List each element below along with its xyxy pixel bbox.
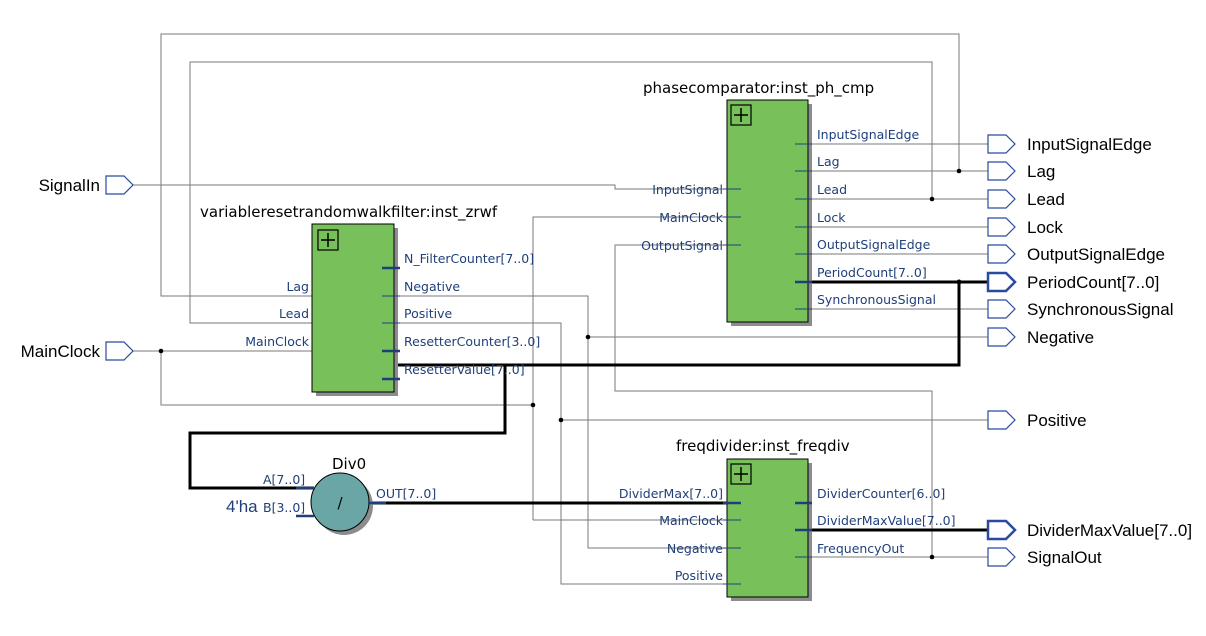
output-pin-label: InputSignalEdge <box>1027 135 1152 154</box>
output-pin-lock[interactable]: Lock <box>987 217 1063 237</box>
output-pin-lead[interactable]: Lead <box>987 189 1065 209</box>
junction-dot <box>558 417 564 423</box>
wire-lead-feedback <box>189 61 933 324</box>
zrwf-port-lag: Lag <box>286 279 309 294</box>
output-pin-label: Lock <box>1027 218 1063 237</box>
wire-output-signal <box>614 244 933 557</box>
ph-cmp-title: phasecomparator:inst_ph_cmp <box>643 79 874 98</box>
output-pin-label: SignalOut <box>1027 548 1102 567</box>
ph-cmp-port-output-signal-edge: OutputSignalEdge <box>817 237 931 252</box>
output-pin-lag[interactable]: Lag <box>987 161 1055 181</box>
phase-comparator-block[interactable]: phasecomparator:inst_ph_cmp InputSignal … <box>641 79 936 326</box>
bus-period-to-resetter <box>394 282 961 367</box>
junction-dots <box>158 168 962 560</box>
output-pin-label: PeriodCount[7..0] <box>1027 273 1159 292</box>
freqdiv-port-divider-max: DividerMax[7..0] <box>619 486 723 501</box>
output-pin-label: Lag <box>1027 162 1055 181</box>
output-pin-signal-out[interactable]: SignalOut <box>987 547 1102 567</box>
junction-dot <box>929 196 935 202</box>
div0-symbol: / <box>337 494 343 512</box>
expand-icon[interactable] <box>730 463 752 485</box>
output-pin-label: Lead <box>1027 190 1065 209</box>
div0-title: Div0 <box>332 455 366 473</box>
freqdiv-port-divider-counter: DividerCounter[6..0] <box>817 486 945 501</box>
junction-dot <box>956 168 962 174</box>
ph-cmp-port-synchronous-signal: SynchronousSignal <box>817 292 936 307</box>
input-pin-label: SignalIn <box>39 176 100 195</box>
freqdiv-port-negative: Negative <box>667 541 723 556</box>
expand-icon[interactable] <box>317 229 339 251</box>
wire-mainclock-bus <box>160 351 533 406</box>
div0-const-b: 4'ha <box>226 497 258 516</box>
ph-cmp-port-lock: Lock <box>817 210 846 225</box>
freqdiv-block-body <box>726 458 809 598</box>
output-pins: InputSignalEdge Lag Lead Lock OutputSign… <box>986 134 1192 567</box>
input-pin-signal-in[interactable]: SignalIn <box>39 175 134 195</box>
ph-cmp-port-stubs <box>723 143 812 310</box>
freqdiv-port-main-clock: MainClock <box>659 513 724 528</box>
zrwf-port-main-clock: MainClock <box>245 334 310 349</box>
output-pin-output-signal-edge[interactable]: OutputSignalEdge <box>987 244 1165 264</box>
buses <box>188 280 988 532</box>
ph-cmp-port-lead: Lead <box>817 182 847 197</box>
freqdiv-port-divider-max-value: DividerMaxValue[7..0] <box>817 513 956 528</box>
ph-cmp-block-body <box>726 99 809 323</box>
ph-cmp-port-main-clock: MainClock <box>659 210 724 225</box>
output-pin-label: OutputSignalEdge <box>1027 245 1165 264</box>
div0-operator[interactable]: Div0 / A[7..0] B[3..0] OUT[7..0] 4'ha <box>226 455 436 535</box>
zrwf-port-stubs <box>382 266 400 381</box>
freqdiv-title: freqdivider:inst_freqdiv <box>676 437 850 456</box>
output-pin-label: Positive <box>1027 411 1087 430</box>
output-pin-label: SynchronousSignal <box>1027 300 1173 319</box>
output-pin-divider-max-value[interactable]: DividerMaxValue[7..0] <box>986 519 1192 541</box>
zrwf-port-positive: Positive <box>404 306 452 321</box>
bus-resetter-to-div <box>188 365 507 490</box>
wire-lag-feedback <box>160 33 960 297</box>
div0-port-stubs <box>296 486 386 518</box>
freqdiv-port-frequency-out: FrequencyOut <box>817 541 904 556</box>
input-pin-label: MainClock <box>21 342 101 361</box>
freq-divider-block[interactable]: freqdivider:inst_freqdiv DividerMax[7..0… <box>619 437 956 601</box>
wire-signal-in <box>133 184 727 190</box>
wire-negative-zrwf <box>394 295 727 549</box>
input-pin-main-clock[interactable]: MainClock <box>21 341 134 361</box>
ph-cmp-port-lag: Lag <box>817 154 840 169</box>
output-pin-period-count[interactable]: PeriodCount[7..0] <box>986 271 1159 293</box>
junction-dot <box>929 554 935 560</box>
ph-cmp-port-input-signal-edge: InputSignalEdge <box>817 127 920 142</box>
ph-cmp-port-input-signal: InputSignal <box>652 182 723 197</box>
freqdiv-port-stubs <box>723 501 812 585</box>
zrwf-port-resetter-value: ResetterValue[7..0] <box>404 362 525 377</box>
div0-port-b: B[3..0] <box>263 500 305 515</box>
wire-mainclock-phcmp <box>532 216 727 520</box>
output-pin-negative[interactable]: Negative <box>987 327 1094 347</box>
expand-icon[interactable] <box>730 104 752 126</box>
ph-cmp-port-period-count: PeriodCount[7..0] <box>817 265 927 280</box>
output-pin-label: DividerMaxValue[7..0] <box>1027 521 1192 540</box>
zrwf-port-negative: Negative <box>404 279 460 294</box>
wire-positive-zrwf <box>394 322 727 585</box>
junction-dot <box>158 348 164 354</box>
zrwf-port-resetter-counter: ResetterCounter[3..0] <box>404 334 540 349</box>
zrwf-port-n-filter-counter: N_FilterCounter[7..0] <box>404 251 534 266</box>
zrwf-block-body <box>311 223 395 393</box>
junction-dot <box>585 334 591 340</box>
div0-port-out: OUT[7..0] <box>376 486 436 501</box>
junction-dot <box>530 402 536 408</box>
zrwf-port-lead: Lead <box>279 306 309 321</box>
input-pins: SignalIn MainClock <box>21 175 134 361</box>
output-pin-label: Negative <box>1027 328 1094 347</box>
zrwf-block[interactable]: variableresetrandomwalkfilter:inst_zrwf … <box>200 203 540 396</box>
output-pin-synchronous-signal[interactable]: SynchronousSignal <box>987 299 1173 319</box>
output-pin-positive[interactable]: Positive <box>987 410 1087 430</box>
output-pin-input-signal-edge[interactable]: InputSignalEdge <box>987 134 1152 154</box>
div0-port-a: A[7..0] <box>263 472 305 487</box>
freqdiv-port-positive: Positive <box>675 568 723 583</box>
ph-cmp-port-output-signal: OutputSignal <box>641 238 723 253</box>
zrwf-title: variableresetrandomwalkfilter:inst_zrwf <box>200 203 498 222</box>
